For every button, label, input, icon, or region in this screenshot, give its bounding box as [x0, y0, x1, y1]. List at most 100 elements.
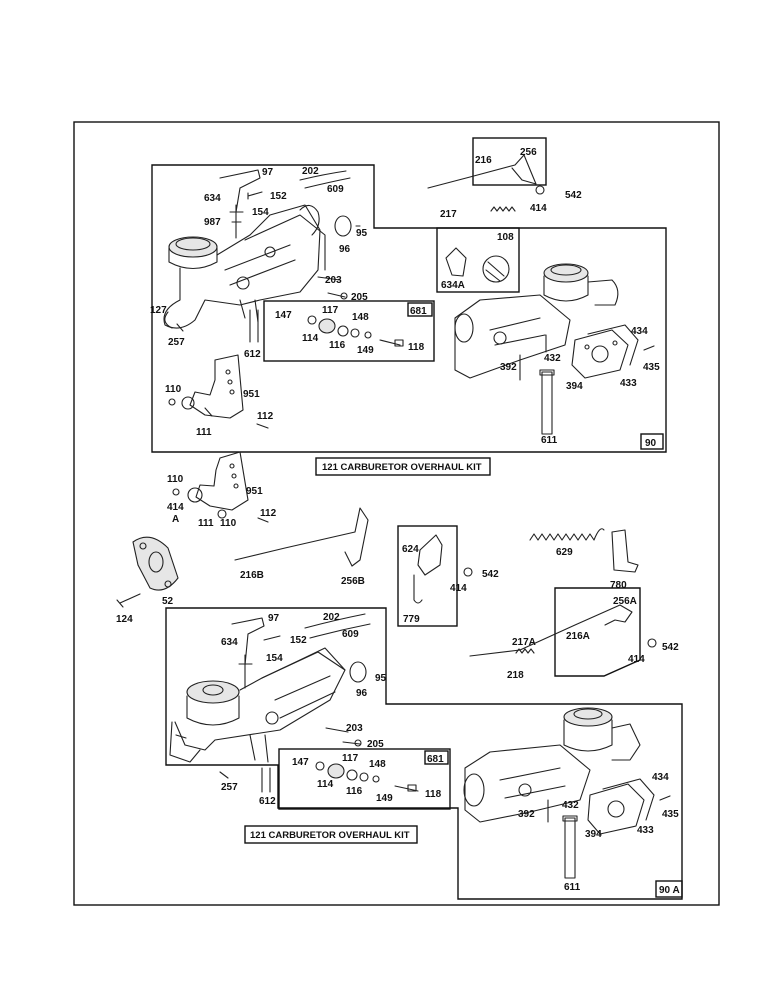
bottom-governor-link: [469, 604, 633, 657]
callout-b-257: 257: [221, 782, 238, 793]
callout-loose-414a: A: [172, 514, 179, 525]
bottom-throttle-lever: [231, 617, 265, 666]
callout-433: 433: [620, 378, 637, 389]
bottom-link-609: [304, 613, 371, 639]
callout-434: 434: [631, 326, 648, 337]
bottom-tube-611: [564, 817, 576, 879]
outer-frame: [73, 121, 720, 906]
top-681-label-frame: [407, 302, 433, 317]
callout-b-612: 612: [259, 796, 276, 807]
callout-152: 152: [270, 191, 287, 202]
callout-b-149: 149: [376, 793, 393, 804]
callout-b-96: 96: [356, 688, 368, 699]
callout-149: 149: [357, 345, 374, 356]
callout-loose-542: 542: [482, 569, 499, 580]
bottom-681-label: 681: [427, 754, 444, 765]
callout-392: 392: [500, 362, 517, 373]
callout-loose-110: 110: [167, 474, 184, 485]
top-108-box: [436, 227, 520, 293]
callout-b-217a: 217A: [512, 637, 536, 648]
callout-111: 111: [196, 427, 212, 438]
callout-b-611: 611: [564, 882, 581, 893]
callout-b-97: 97: [268, 613, 280, 624]
callout-611: 611: [541, 435, 558, 446]
callout-987: 987: [204, 217, 221, 228]
callout-loose-112: 112: [260, 508, 277, 519]
loose-parts: [116, 451, 639, 627]
callout-256: 256: [520, 147, 537, 158]
callout-loose-256b: 256B: [341, 576, 365, 587]
callout-b-203: 203: [346, 723, 363, 734]
callout-414: 414: [530, 203, 547, 214]
callout-205: 205: [351, 292, 368, 303]
top-callouts: 97 202 634 152 609 154 987 95 96 203 205…: [150, 147, 660, 446]
top-governor-bracket: [168, 354, 269, 429]
callout-154: 154: [252, 207, 269, 218]
top-tube-611: [541, 371, 553, 435]
top-diaphragm-cover: [571, 324, 655, 379]
link-216b: [234, 507, 369, 567]
top-governor-link: [427, 154, 537, 189]
top-kit-681-box: [263, 300, 435, 362]
bottom-kit-label-frame: [244, 825, 418, 844]
callout-loose-780: 780: [610, 580, 627, 591]
callout-97: 97: [262, 167, 274, 178]
callout-b-116: 116: [346, 786, 363, 797]
bottom-kit-681-box: [278, 748, 451, 810]
top-box-label: 90: [645, 438, 657, 449]
callout-114: 114: [302, 333, 319, 344]
callout-loose-414b: 414: [450, 583, 467, 594]
top-assembly-box: [151, 164, 667, 453]
callout-b-205: 205: [367, 739, 384, 750]
callout-217: 217: [440, 209, 457, 220]
top-assembly: 90 681: [151, 137, 667, 453]
callout-542: 542: [565, 190, 582, 201]
callout-b-433: 433: [637, 825, 654, 836]
callout-loose-216b: 216B: [240, 570, 264, 581]
callout-203: 203: [325, 275, 342, 286]
callout-951: 951: [243, 389, 260, 400]
bottom-box-label: 90 A: [659, 885, 680, 896]
gasket-52: [132, 536, 179, 591]
callout-b-148: 148: [369, 759, 386, 770]
top-link-609: [299, 170, 351, 189]
callout-112: 112: [257, 411, 274, 422]
bottom-spring-217a: [515, 648, 535, 654]
callout-b-394: 394: [585, 829, 602, 840]
bottom-callouts: 97 202 634 152 609 154 95 96 203 205 257…: [221, 596, 679, 893]
bottom-choke-plate-96: [349, 661, 367, 683]
bottom-kit-label: 121 CARBURETOR OVERHAUL KIT: [250, 830, 410, 841]
top-box-label-frame: [640, 433, 664, 450]
callout-202: 202: [302, 166, 319, 177]
callout-b-152: 152: [290, 635, 307, 646]
bottom-681-label-frame: [424, 750, 449, 765]
bottom-681-parts: [315, 761, 419, 792]
top-681-parts: [307, 315, 404, 347]
callout-b-154: 154: [266, 653, 283, 664]
bottom-link-box: [554, 587, 641, 677]
callout-634a: 634A: [441, 280, 465, 291]
loose-callouts: 110 951 414 A 111 110 112 216B 256B 52 1…: [116, 474, 627, 625]
callout-b-216a: 216A: [566, 631, 590, 642]
callout-b-392: 392: [518, 809, 535, 820]
bottom-carburetor-body-right: [463, 707, 641, 823]
callout-loose-52: 52: [162, 596, 174, 607]
callout-b-542: 542: [662, 642, 679, 653]
callout-b-117: 117: [342, 753, 359, 764]
callout-117: 117: [322, 305, 339, 316]
bottom-diaphragm-cover: [587, 778, 671, 835]
bottom-box-label-frame: [655, 880, 683, 898]
callout-loose-629: 629: [556, 547, 573, 558]
bottom-carburetor-body: [169, 647, 346, 763]
callout-b-114: 114: [317, 779, 334, 790]
callout-b-95: 95: [375, 673, 387, 684]
callout-147: 147: [275, 310, 292, 321]
callout-loose-624: 624: [402, 544, 419, 555]
bracket-780: [611, 529, 639, 573]
callout-loose-414: 414: [167, 502, 184, 513]
callout-118: 118: [408, 342, 425, 353]
screw-124: [116, 593, 141, 608]
top-kit-label: 121 CARBURETOR OVERHAUL KIT: [322, 462, 482, 473]
callout-b-202: 202: [323, 612, 340, 623]
